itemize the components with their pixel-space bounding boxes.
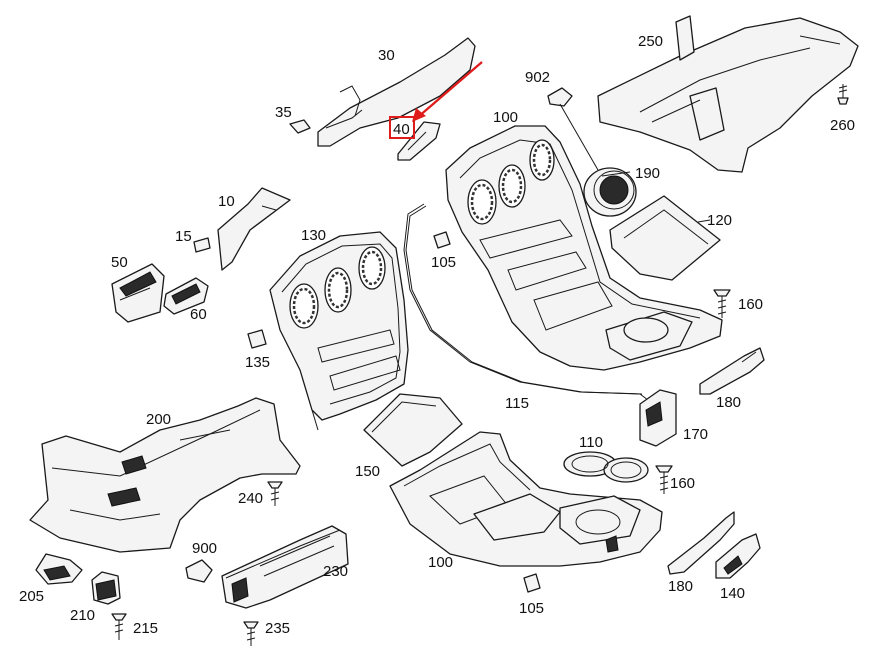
label-part-15: 15 [175, 228, 192, 245]
leader-lines [601, 171, 711, 223]
part-160-bottom-screw [655, 465, 673, 494]
part-240-screw [267, 481, 283, 506]
label-part-215: 215 [133, 620, 158, 637]
part-140-side-trim [715, 533, 761, 579]
label-part-60: 60 [190, 306, 207, 323]
part-215-screw [111, 613, 127, 640]
label-part-105-bottom: 105 [519, 600, 544, 617]
part-60-switch-block [163, 277, 209, 315]
part-105-bottom-clip [523, 573, 541, 593]
label-part-140: 140 [720, 585, 745, 602]
part-130-trim-frame [269, 231, 409, 431]
part-260-screw [837, 84, 849, 105]
part-235-screw [243, 621, 259, 646]
label-part-170: 170 [683, 426, 708, 443]
part-900-tag [185, 559, 213, 583]
part-labels: 30 35 40 902 250 260 100 190 10 15 130 1… [19, 33, 855, 637]
label-part-902: 902 [525, 69, 550, 86]
part-180-bottom-strip [667, 511, 735, 575]
part-170-bracket [639, 389, 677, 447]
part-120-cover-pad [609, 195, 721, 281]
part-190-control-knob [583, 167, 637, 217]
label-part-100-bottom: 100 [428, 554, 453, 571]
label-part-180-top: 180 [716, 394, 741, 411]
part-200-floor-bracket [29, 397, 301, 553]
label-part-105-top: 105 [431, 254, 456, 271]
part-30-trim-strip [317, 37, 476, 147]
label-part-205: 205 [19, 588, 44, 605]
highlight-box [389, 116, 415, 139]
part-10-side-trim [217, 187, 291, 271]
label-part-30: 30 [378, 47, 395, 64]
label-part-235: 235 [265, 620, 290, 637]
part-230-control-unit [221, 525, 349, 609]
label-part-160-bottom: 160 [670, 475, 695, 492]
label-part-160-top: 160 [738, 296, 763, 313]
label-part-250: 250 [638, 33, 663, 50]
label-part-130: 130 [301, 227, 326, 244]
part-250-rear-housing [597, 15, 859, 173]
label-part-260: 260 [830, 117, 855, 134]
part-50-switch-panel [111, 263, 165, 323]
label-part-115: 115 [505, 395, 529, 412]
label-part-120: 120 [707, 212, 732, 229]
label-part-150: 150 [355, 463, 380, 480]
label-part-240: 240 [238, 490, 263, 507]
part-115-cable [403, 203, 649, 401]
part-100-console-panel-upper [445, 125, 723, 371]
part-150-tray-mat [363, 393, 463, 467]
label-part-100-top: 100 [493, 109, 518, 126]
part-902-tag [547, 87, 599, 171]
label-part-200: 200 [146, 411, 171, 428]
label-part-180-bottom: 180 [668, 578, 693, 595]
label-part-35: 35 [275, 104, 292, 121]
part-15-clip [193, 237, 211, 253]
label-part-50: 50 [111, 254, 128, 271]
part-180-top-strip [699, 347, 765, 395]
highlight-arrow-head [412, 108, 426, 122]
label-part-210: 210 [70, 607, 95, 624]
part-135-clip [247, 329, 267, 349]
label-part-40: 40 [393, 121, 410, 138]
label-part-190: 190 [635, 165, 660, 182]
highlight-callout [389, 61, 483, 139]
label-part-900: 900 [192, 540, 217, 557]
part-40-bezel-insert [397, 121, 441, 161]
part-160-top-screw [713, 289, 731, 318]
label-part-135: 135 [245, 354, 270, 371]
part-105-top-clip [433, 231, 451, 249]
label-part-10: 10 [218, 193, 235, 210]
part-110-cupholder-ring [563, 451, 649, 483]
label-part-110: 110 [579, 434, 603, 451]
part-205-connector [35, 553, 83, 585]
part-210-block [91, 571, 121, 605]
label-part-230: 230 [323, 563, 348, 580]
part-100-console-panel-lower [389, 431, 663, 567]
highlight-arrow-line [417, 61, 483, 118]
part-35-clip [289, 119, 311, 134]
